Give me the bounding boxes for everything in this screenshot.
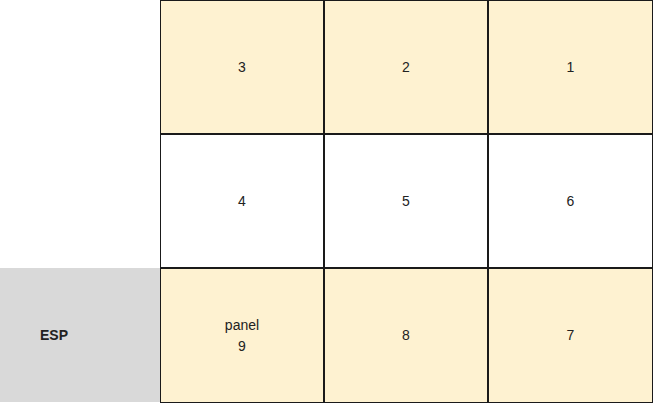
panel-cell: 8 bbox=[324, 268, 488, 403]
panel-cell: 2 bbox=[324, 0, 488, 134]
panel-cell: 1 bbox=[488, 0, 653, 134]
panel-cell: 7 bbox=[488, 268, 653, 403]
cell-label: 8 bbox=[402, 325, 410, 345]
cell-label: 2 bbox=[402, 57, 410, 77]
controller-box: ESP bbox=[0, 268, 160, 402]
cell-label: 1 bbox=[567, 57, 575, 77]
cell-label: 6 bbox=[567, 191, 575, 211]
panel-cell: 4 bbox=[160, 134, 324, 268]
cell-label: 3 bbox=[238, 57, 246, 77]
panel-cell: 6 bbox=[488, 134, 653, 268]
panel-cell: panel 9 bbox=[160, 268, 324, 403]
cell-label: 7 bbox=[567, 325, 575, 345]
cell-label: panel 9 bbox=[220, 315, 264, 356]
cell-label: 5 bbox=[402, 191, 410, 211]
panel-cell: 3 bbox=[160, 0, 324, 134]
panel-cell: 5 bbox=[324, 134, 488, 268]
cell-label: ESP bbox=[40, 325, 68, 345]
cell-label: 4 bbox=[238, 191, 246, 211]
